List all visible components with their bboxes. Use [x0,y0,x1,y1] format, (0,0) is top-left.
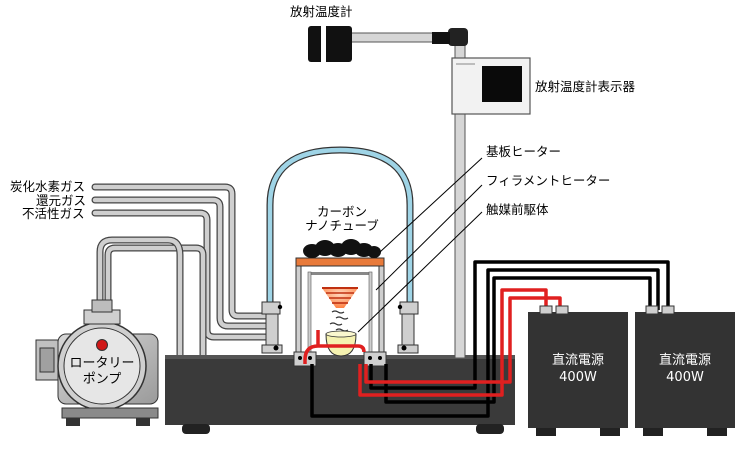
catalyst-precursor-label: 触媒前駆体 [486,202,549,217]
carbon-nanotube-label: カーボン ナノチューブ [305,205,379,233]
base-table [165,355,515,434]
dc-power-2-label-line1: 直流電源 [658,353,711,368]
dc-power-2-label: 直流電源 400W [635,352,735,386]
rotary-pump-label-line1: ロータリー [69,356,135,371]
filament-heater-label: フィラメントヒーター [486,173,611,188]
carbon-nanotube-label-line1: カーボン [316,204,367,219]
dc-power-supply-1 [528,305,628,436]
rotary-pump-label: ロータリー ポンプ [62,356,142,388]
rotary-pump-label-line2: ポンプ [82,372,122,387]
dc-power-2-label-line2: 400W [666,370,704,385]
carbon-nanotube-mass [303,239,381,258]
catalyst-cup [325,330,357,357]
thermometer-display-label: 放射温度計表示器 [535,79,636,94]
inert-gas-label: 不活性ガス [22,206,85,221]
reaction-chamber [261,146,419,357]
power-wires [303,260,670,418]
dc-power-1-label: 直流電源 400W [528,352,628,386]
dc-power-1-label-line1: 直流電源 [551,353,604,368]
filament-heater [322,287,358,308]
rotary-pump [35,299,159,426]
vapor-lines [329,310,349,332]
dc-power-1-label-line2: 400W [559,370,597,385]
reducing-gas-label: 還元ガス [36,193,87,208]
thermometer-stand [348,28,468,359]
hydrocarbon-gas-label: 炭化水素ガス [10,179,86,194]
thermometer-display [451,57,531,115]
leader-lines [357,157,483,333]
radiation-thermometer [308,24,352,64]
radiation-thermometer-label: 放射温度計 [290,4,353,19]
dc-power-supply-2 [635,305,735,436]
substrate-heater-label: 基板ヒーター [486,144,562,159]
carbon-nanotube-label-line2: ナノチューブ [305,218,379,233]
